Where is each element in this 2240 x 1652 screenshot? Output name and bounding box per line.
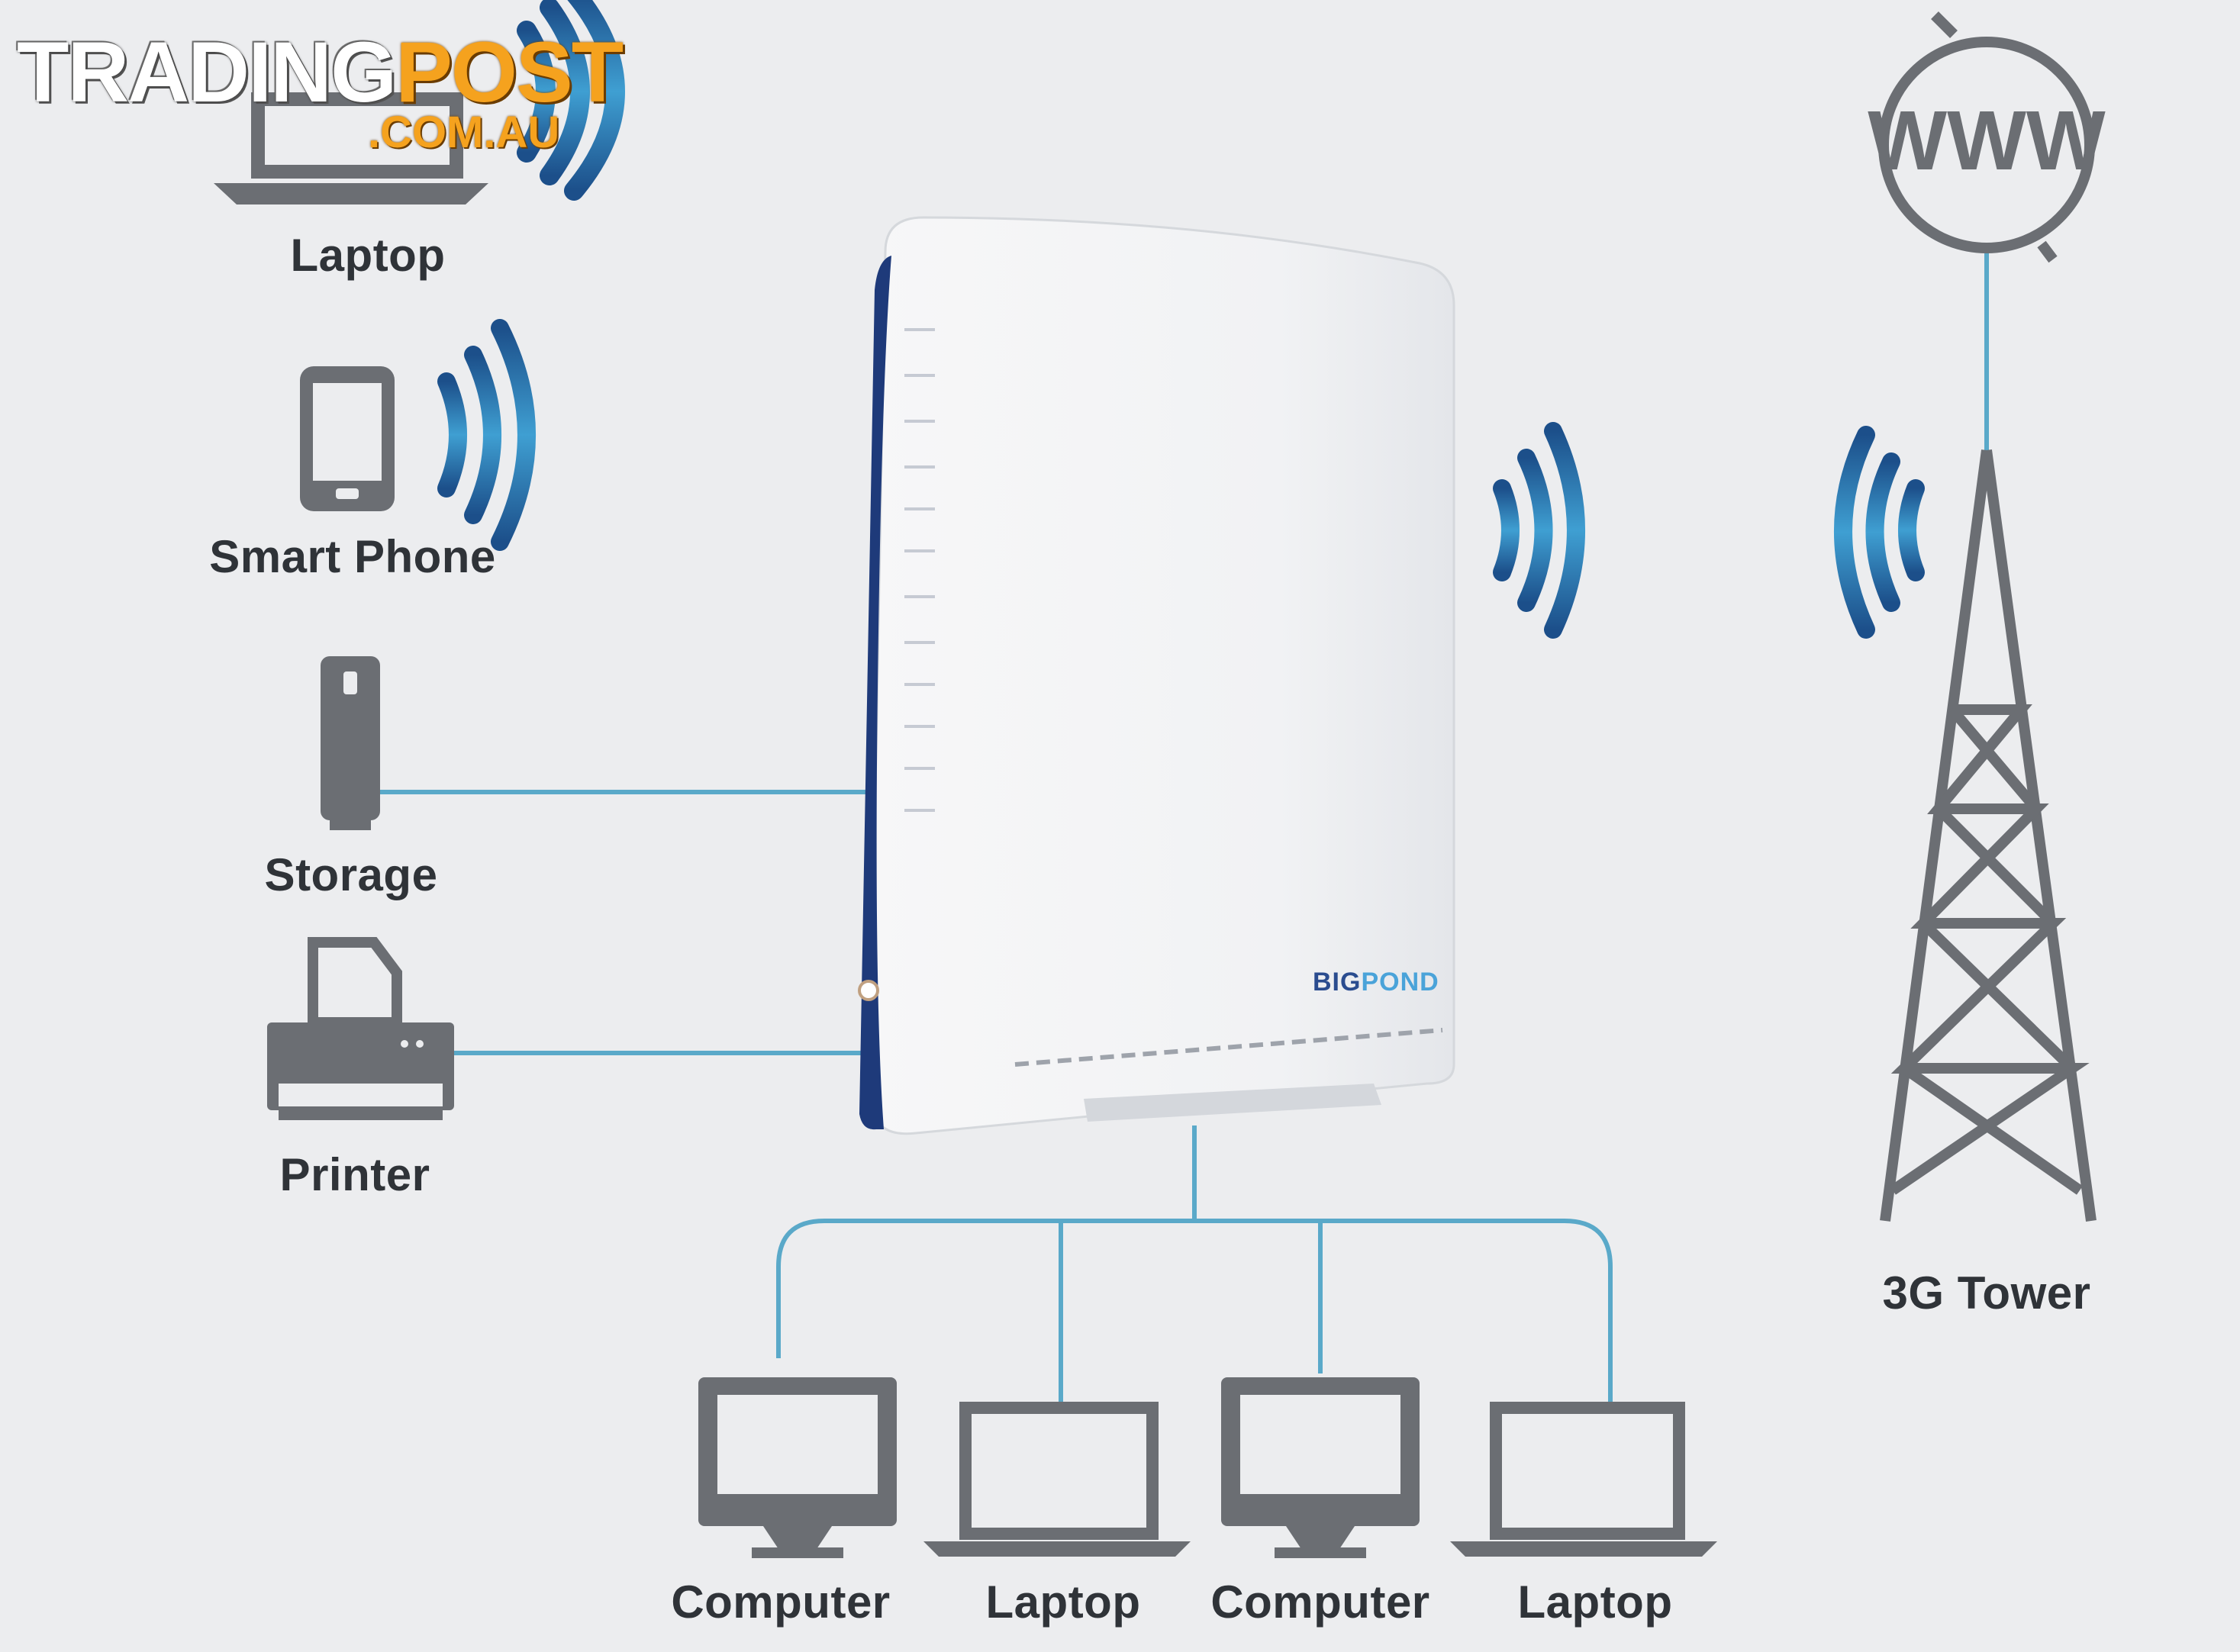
router-logo: BIGPOND (1313, 968, 1439, 997)
wifi-icon-router (1493, 422, 1585, 639)
laptop-icon-1 (923, 1402, 1191, 1557)
tradingpost-domain: .COM.AU (368, 108, 560, 157)
wifi-icon-phone (437, 319, 536, 551)
router-status-leds (904, 328, 935, 812)
computer-icon-2 (1221, 1377, 1420, 1558)
tower-icon (1880, 449, 2097, 1222)
globe-icon: WWW (1868, 11, 2106, 263)
computer-icon-1 (698, 1377, 897, 1558)
label-storage: Storage (264, 849, 438, 900)
wifi-icon-tower (1834, 426, 1925, 639)
smartphone-icon (300, 366, 395, 511)
globe-www-text: WWW (1868, 94, 2106, 188)
laptop-icon-2 (1450, 1402, 1717, 1557)
laptop-icon-top (214, 92, 488, 204)
label-printer: Printer (279, 1149, 430, 1200)
connection-lines (372, 252, 1989, 1404)
label-computer-1: Computer (671, 1576, 891, 1628)
printer-icon (267, 937, 454, 1120)
bottom-bus (776, 1125, 1613, 1404)
label-smart-phone: Smart Phone (209, 531, 496, 582)
storage-icon (321, 656, 380, 830)
label-laptop-2: Laptop (1517, 1576, 1673, 1628)
label-tower: 3G Tower (1882, 1267, 2091, 1319)
label-computer-2: Computer (1210, 1576, 1430, 1628)
wifi-icon-laptop-top (517, 0, 625, 201)
label-laptop-1: Laptop (985, 1576, 1141, 1628)
tradingpost-watermark: TRADINGPOST (17, 24, 624, 120)
label-laptop-top: Laptop (290, 230, 446, 281)
router-device (858, 216, 1455, 1135)
